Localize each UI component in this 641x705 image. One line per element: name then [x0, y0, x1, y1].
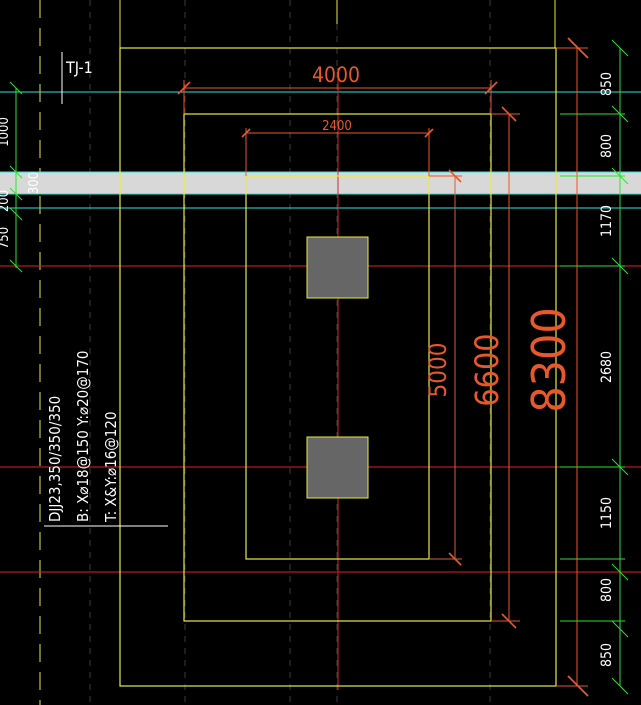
dim-outer-width-label: 4000 — [312, 63, 360, 87]
dim-middle-height — [491, 106, 520, 629]
dim-tick — [484, 81, 498, 95]
chain-tick — [9, 165, 23, 179]
chain-tick — [9, 81, 23, 95]
footing-spec-block: DJJ23,350/350/350 B: X⌀18@150 Y:⌀20@170 … — [46, 351, 120, 524]
column-top[interactable] — [306, 236, 369, 299]
chain-label: 800 — [599, 578, 615, 602]
dim-outer-height — [556, 37, 589, 697]
chain-tick — [9, 187, 23, 201]
right-chain-labels: 850 800 1170 2680 1150 800 850 — [599, 72, 615, 667]
top-rebar-label: T: X&Y:⌀16@120 — [102, 411, 120, 523]
beam-band — [0, 172, 641, 194]
dim-tick — [567, 37, 589, 59]
dim-tick — [177, 81, 191, 95]
right-dimension-chain — [560, 39, 629, 695]
chain-label: 200 — [0, 190, 12, 212]
chain-tick — [611, 39, 629, 57]
footing-inner-outline[interactable] — [245, 175, 430, 560]
dim-tick — [501, 613, 517, 629]
dim-middle-height-label: 6600 — [468, 333, 506, 406]
dim-outer-height-label: 8300 — [522, 307, 576, 412]
chain-label: 1150 — [599, 497, 615, 529]
footing-spec-label: DJJ23,350/350/350 — [46, 396, 64, 522]
chain-label: 300 — [27, 172, 42, 194]
footing-middle-outline[interactable] — [183, 113, 492, 622]
footing-outlines — [119, 47, 557, 687]
footing-tag-label: TJ-1 — [65, 58, 93, 77]
background-grid — [89, 0, 491, 705]
dim-tick — [501, 106, 517, 122]
dim-tick — [241, 128, 251, 138]
dim-inner-width-label: 2400 — [322, 119, 352, 134]
dim-tick — [448, 552, 462, 566]
chain-label: 750 — [0, 227, 12, 249]
chain-label: 800 — [599, 134, 615, 158]
top-tick-lines — [119, 0, 556, 48]
chain-label: 1170 — [599, 205, 615, 237]
dim-tick — [424, 128, 434, 138]
chain-tick — [611, 620, 629, 638]
footing-outer-outline[interactable] — [119, 47, 557, 687]
left-chain-labels: 1000 300 200 750 — [0, 117, 42, 249]
dim-outer-width — [177, 80, 498, 114]
chain-label: 850 — [599, 643, 615, 667]
dim-tick — [567, 675, 589, 697]
chain-tick — [611, 563, 629, 581]
chain-label: 850 — [599, 72, 615, 96]
chain-label: 2680 — [599, 351, 615, 383]
dim-inner-height — [429, 169, 462, 566]
dim-tick — [448, 169, 462, 183]
chain-tick — [9, 259, 23, 273]
chain-label: 1000 — [0, 117, 12, 147]
left-dimension-chain — [9, 81, 23, 273]
column-bottom[interactable] — [306, 436, 369, 499]
dim-inner-height-label: 5000 — [424, 343, 452, 398]
chain-tick — [9, 207, 23, 221]
chain-tick — [611, 677, 629, 695]
bottom-rebar-label: B: X⌀18@150 Y:⌀20@170 — [74, 351, 92, 523]
dim-inner-width — [241, 128, 434, 176]
